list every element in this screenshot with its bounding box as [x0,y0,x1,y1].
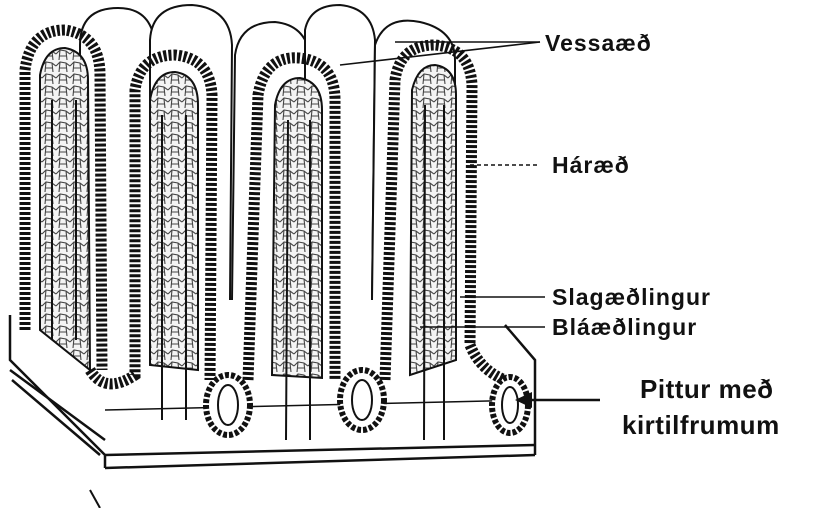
label-pittur-line1: Pittur með [640,374,774,405]
label-haraed: Háræð [552,152,630,179]
label-blaaedlingur: Bláæðlingur [552,314,697,341]
crypt-1 [206,375,250,435]
label-pittur-line2: kirtilfrumum [622,410,780,441]
label-slagaedlingur: Slagæðlingur [552,284,711,311]
crypt-2 [340,370,384,430]
crypt-3 [492,377,528,433]
label-vessaed: Vessaæð [545,30,652,57]
